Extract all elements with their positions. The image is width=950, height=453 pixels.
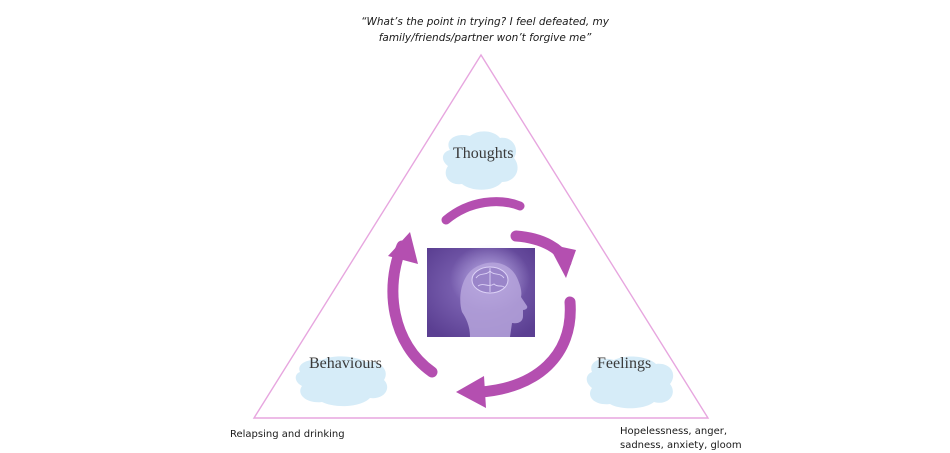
thoughts-quote-line: family/friends/partner won’t forgive me” bbox=[378, 32, 592, 44]
thoughts-cloud bbox=[442, 131, 518, 190]
node-label-thoughts: Thoughts bbox=[453, 145, 514, 162]
node-label-behaviours: Behaviours bbox=[309, 355, 382, 372]
arrow-behaviours-to-thoughts bbox=[387, 240, 438, 378]
arrow-thoughts-to-feelings-top bbox=[441, 197, 525, 225]
feelings-cloud bbox=[586, 356, 674, 409]
arrow-feelings-to-behaviours bbox=[474, 296, 576, 398]
arrowhead-behaviours bbox=[456, 376, 486, 408]
behaviours-note: Relapsing and drinking bbox=[230, 428, 345, 442]
feelings-note: Hopelessness, anger, sadness, anxiety, g… bbox=[620, 425, 742, 453]
behaviours-note-line: Relapsing and drinking bbox=[230, 429, 345, 440]
arrowhead-thoughts bbox=[388, 232, 418, 264]
circular-arrows-icon bbox=[387, 197, 576, 408]
feelings-note-line: sadness, anxiety, gloom bbox=[620, 440, 742, 451]
node-label-feelings: Feelings bbox=[597, 355, 652, 372]
head-brain-icon bbox=[427, 244, 535, 337]
feelings-note-line: Hopelessness, anger, bbox=[620, 426, 728, 437]
triangle-outline bbox=[252, 53, 710, 419]
thoughts-quote-line: “What’s the point in trying? I feel defe… bbox=[361, 16, 609, 28]
thoughts-quote: “What’s the point in trying? I feel defe… bbox=[340, 14, 630, 46]
behaviours-cloud bbox=[295, 356, 388, 407]
arrowhead-feelings bbox=[548, 244, 576, 278]
